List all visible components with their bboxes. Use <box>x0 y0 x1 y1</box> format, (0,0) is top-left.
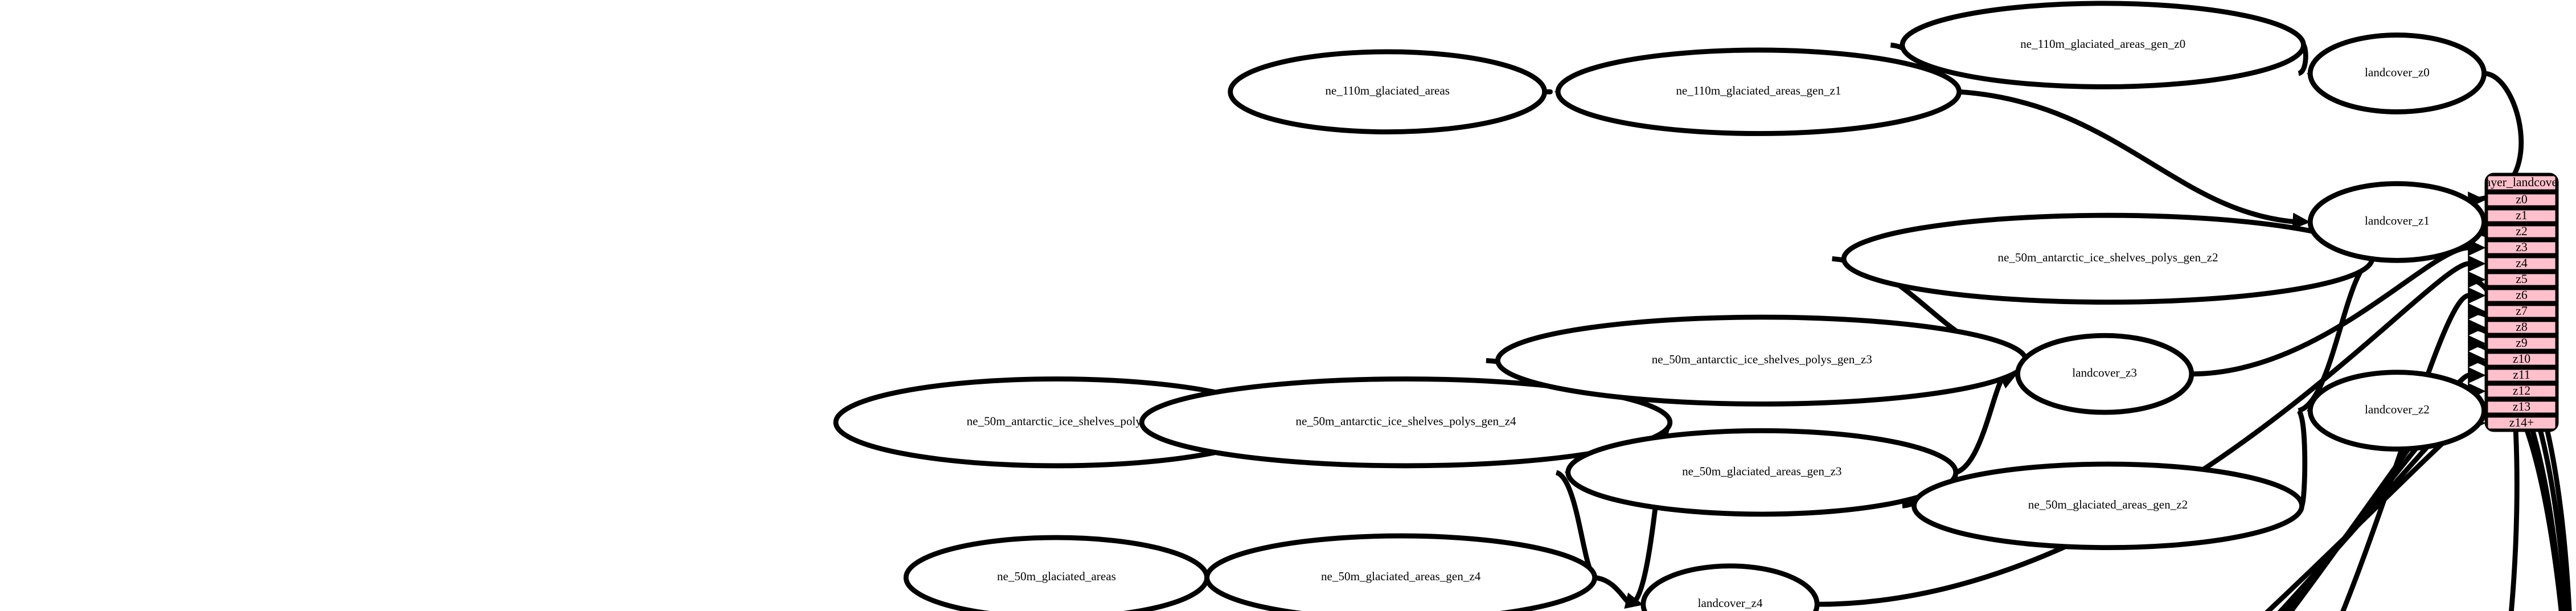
edge-arrowhead <box>1624 592 1644 609</box>
edge-arrowhead <box>2468 287 2486 304</box>
layer-landcover-table[interactable]: layer_landcover z0 z1 z2 z3 z4 z5 z6 z7 z8 z9 z10 z1… <box>2482 173 2562 432</box>
table-row-label-z7: z7 <box>2516 304 2528 318</box>
table-header-label: layer_landcover <box>2482 175 2562 189</box>
node-label: landcover_z4 <box>1698 596 1763 610</box>
edge-arrowhead <box>2468 319 2486 336</box>
graph-node-landcover_z3[interactable]: landcover_z3 <box>2015 333 2194 415</box>
node-ellipse <box>1900 1 2306 89</box>
graph-edge <box>2296 408 2308 507</box>
nodes-layer: imposm3osm_landcover_polygonsimplify_vw_… <box>833 1 2487 611</box>
graph-edge <box>1594 575 1633 607</box>
graph-edge <box>2277 404 2470 611</box>
node-ellipse <box>1204 533 1598 611</box>
edge-arrowhead <box>2468 367 2486 384</box>
graph-node-landcover_z1[interactable]: landcover_z1 <box>2307 181 2487 263</box>
node-ellipse <box>1912 461 2304 550</box>
node-ellipse <box>1640 563 1820 611</box>
graph-node-ne_50m_glaciated_areas_gen_z4[interactable]: ne_50m_glaciated_areas_gen_z4 <box>1204 533 1598 611</box>
edge-arrowhead <box>2468 271 2486 288</box>
node-label: landcover_z3 <box>2072 366 2137 380</box>
edge-arrowhead <box>2292 212 2311 229</box>
table-row-label-z8: z8 <box>2516 320 2528 334</box>
node-label: landcover_z0 <box>2365 65 2430 79</box>
table-row-label-z1: z1 <box>2516 208 2527 222</box>
graph-node-ne_50m_glaciated_areas[interactable]: ne_50m_glaciated_areas <box>903 535 1209 611</box>
node-label: ne_110m_glaciated_areas_gen_z1 <box>1676 84 1841 97</box>
edge-arrowhead <box>2468 351 2486 368</box>
graph-node-landcover_z4[interactable]: landcover_z4 <box>1640 563 1820 611</box>
graph-edge <box>2340 293 2470 611</box>
node-ellipse <box>2015 333 2194 415</box>
node-label: ne_50m_glaciated_areas_gen_z2 <box>2028 498 2188 511</box>
node-label: ne_110m_glaciated_areas <box>1325 84 1450 97</box>
graph-node-ne_50m_antarctic_ice_shelves_polys[interactable]: ne_50m_antarctic_ice_shelves_polys <box>833 376 1280 469</box>
node-ellipse <box>1565 428 1959 517</box>
node-label: ne_50m_antarctic_ice_shelves_polys <box>967 415 1147 428</box>
node-label: ne_50m_antarctic_ice_shelves_polys_gen_z… <box>1652 352 1872 366</box>
node-ellipse <box>2307 370 2487 452</box>
table-row-label-z10: z10 <box>2513 352 2530 366</box>
table-row-label-z13: z13 <box>2513 400 2530 413</box>
table-row-label-z5: z5 <box>2516 272 2527 286</box>
graph-node-ne_50m_antarctic_ice_shelves_polys_gen_z2[interactable]: ne_50m_antarctic_ice_shelves_polys_gen_z… <box>1841 212 2375 305</box>
table-row-label-z6: z6 <box>2516 288 2528 302</box>
table-outline <box>2484 173 2559 432</box>
graph-node-ne_50m_glaciated_areas_gen_z3[interactable]: ne_50m_glaciated_areas_gen_z3 <box>1565 428 1959 517</box>
graph-edge <box>2282 388 2470 611</box>
node-label: landcover_z1 <box>2365 214 2430 228</box>
node-ellipse <box>2307 181 2487 263</box>
table-row-label-z9: z9 <box>2516 336 2527 350</box>
graph-node-ne_110m_glaciated_areas_gen_z1[interactable]: ne_110m_glaciated_areas_gen_z1 <box>1555 47 1962 136</box>
node-label: ne_50m_antarctic_ice_shelves_polys_gen_z… <box>1997 251 2218 264</box>
graph-edge <box>1817 261 2470 607</box>
table-row-label-z11: z11 <box>2513 368 2530 382</box>
graph-node-ne_110m_glaciated_areas_gen_z0[interactable]: ne_110m_glaciated_areas_gen_z0 <box>1900 1 2306 89</box>
graph-node-ne_110m_glaciated_areas[interactable]: ne_110m_glaciated_areas <box>1228 49 1548 135</box>
table-row-label-z4: z4 <box>2516 256 2528 270</box>
graph-node-ne_50m_antarctic_ice_shelves_polys_gen_z4[interactable]: ne_50m_antarctic_ice_shelves_polys_gen_z… <box>1139 376 1673 469</box>
node-label: ne_50m_glaciated_areas <box>997 569 1116 583</box>
table-row-label-z3: z3 <box>2516 240 2527 254</box>
graph-edge <box>1959 89 2299 225</box>
node-ellipse <box>1555 47 1962 136</box>
node-label: ne_50m_antarctic_ice_shelves_polys_gen_z… <box>1295 415 1516 428</box>
table-row-label-z14+: z14+ <box>2509 416 2534 429</box>
table-row-label-z12: z12 <box>2513 384 2530 397</box>
node-label: ne_110m_glaciated_areas_gen_z0 <box>2020 37 2185 51</box>
node-ellipse <box>2307 32 2487 114</box>
graph-node-ne_50m_antarctic_ice_shelves_polys_gen_z3[interactable]: ne_50m_antarctic_ice_shelves_polys_gen_z… <box>1495 314 2029 407</box>
node-label: ne_50m_glaciated_areas_gen_z3 <box>1682 465 1841 478</box>
edge-arrowhead <box>2468 335 2486 352</box>
table-row-label-z0: z0 <box>2516 192 2528 206</box>
node-label: ne_50m_glaciated_areas_gen_z4 <box>1321 569 1481 583</box>
graph-node-landcover_z2[interactable]: landcover_z2 <box>2307 370 2487 452</box>
node-ellipse <box>1139 376 1673 469</box>
node-ellipse <box>1228 49 1548 135</box>
graph-node-landcover_z0[interactable]: landcover_z0 <box>2307 32 2487 114</box>
edge-arrowhead <box>2468 255 2486 272</box>
table-row-label-z2: z2 <box>2516 224 2527 238</box>
node-label: landcover_z2 <box>2365 403 2430 416</box>
edge-arrowhead <box>2468 303 2486 320</box>
graph-node-ne_50m_glaciated_areas_gen_z2[interactable]: ne_50m_glaciated_areas_gen_z2 <box>1912 461 2304 550</box>
